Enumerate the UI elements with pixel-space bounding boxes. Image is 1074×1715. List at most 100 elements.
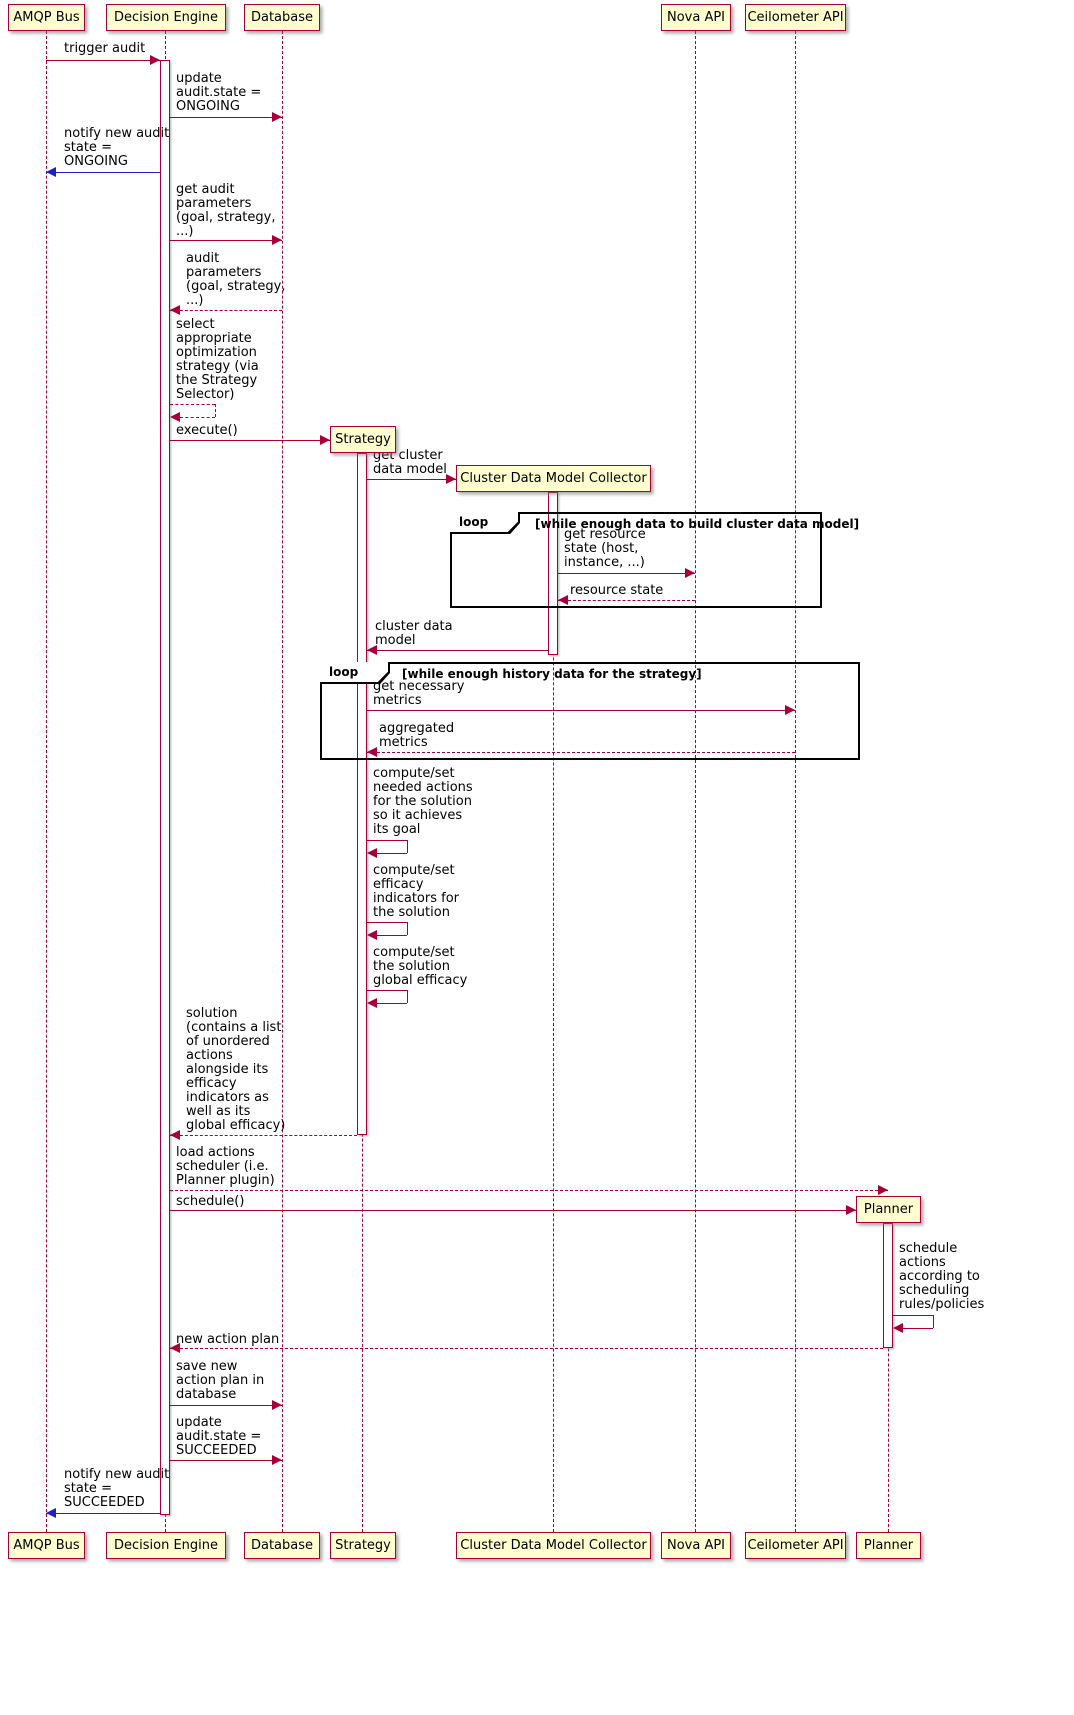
msg-solution-return-line (170, 1135, 357, 1136)
msg-compute-actions-label: compute/set needed actions for the solut… (373, 766, 473, 837)
msg-notify-ongoing-line (46, 172, 160, 173)
msg-get-audit-parameters-label: get audit parameters (goal, strategy, ..… (176, 182, 276, 239)
msg-resource-state-return-label: resource state (570, 583, 664, 598)
msg-update-state-succeeded-line (170, 1460, 282, 1461)
participant-strategy-created: Strategy (330, 426, 396, 453)
loop-condition: [while enough history data for the strat… (402, 667, 702, 681)
msg-trigger-audit-arrowhead (150, 55, 160, 65)
msg-select-strategy-self-top (170, 404, 215, 405)
participant-decision-engine-bottom: Decision Engine (106, 1532, 226, 1559)
msg-notify-ongoing-label: notify new audit state = ONGOING (64, 126, 170, 169)
msg-resource-state-return-line (558, 600, 695, 601)
participant-nova-api-bottom: Nova API (661, 1532, 731, 1559)
msg-trigger-audit-line (46, 60, 160, 61)
lifeline-planner (888, 1223, 889, 1532)
loop-label: loop (450, 512, 518, 532)
lifeline-ceilometer-api (795, 31, 796, 1532)
msg-compute-efficacy-self-bottom (377, 935, 407, 936)
msg-get-necessary-metrics-label: get necessary metrics (373, 679, 465, 708)
participant-cluster-data-model-collector-created: Cluster Data Model Collector (456, 465, 651, 492)
msg-save-action-plan-line (170, 1405, 282, 1406)
participant-decision-engine-top: Decision Engine (106, 4, 226, 31)
msg-get-audit-parameters-arrowhead (272, 235, 282, 245)
msg-compute-global-efficacy-self-top (367, 990, 407, 991)
msg-update-state-succeeded-label: update audit.state = SUCCEEDED (176, 1415, 262, 1458)
participant-ceilometer-api-top: Ceilometer API (745, 4, 846, 31)
msg-get-resource-state-label: get resource state (host, instance, ...) (564, 527, 646, 570)
participant-strategy-bottom: Strategy (330, 1532, 396, 1559)
msg-cluster-data-model-arrowhead (367, 645, 377, 655)
msg-new-action-plan-label: new action plan (176, 1332, 280, 1347)
msg-aggregated-metrics-arrowhead (367, 747, 377, 757)
msg-schedule-actions-arrowhead (893, 1323, 903, 1333)
lifeline-amqp-bus (46, 31, 47, 1532)
participant-planner-created: Planner (856, 1196, 921, 1223)
participant-database-bottom: Database (244, 1532, 320, 1559)
msg-solution-return-label: solution (contains a list of unordered a… (186, 1006, 286, 1133)
msg-compute-efficacy-label: compute/set efficacy indicators for the … (373, 863, 460, 920)
msg-update-state-succeeded-arrowhead (272, 1455, 282, 1465)
msg-schedule-arrowhead (846, 1205, 856, 1215)
loop-condition: [while enough data to build cluster data… (535, 517, 860, 531)
msg-notify-succeeded-arrowhead (46, 1508, 56, 1518)
msg-new-action-plan-line (170, 1348, 883, 1349)
msg-get-cluster-data-model-arrowhead (446, 474, 456, 484)
activation-decision-engine (160, 60, 170, 1515)
msg-schedule-label: schedule() (176, 1194, 245, 1209)
msg-compute-global-efficacy-arrowhead (367, 998, 377, 1008)
msg-audit-parameters-return-arrowhead (170, 305, 180, 315)
participant-amqp-bus-bottom: AMQP Bus (8, 1532, 85, 1559)
msg-compute-efficacy-arrowhead (367, 930, 377, 940)
msg-schedule-actions-self-bottom (903, 1328, 933, 1329)
activation-strategy (357, 453, 367, 1135)
msg-compute-efficacy-self-side (407, 922, 408, 935)
msg-save-action-plan-label: save new action plan in database (176, 1359, 265, 1402)
msg-update-state-ongoing-arrowhead (272, 112, 282, 122)
msg-get-audit-parameters-line (170, 240, 282, 241)
msg-trigger-audit-label: trigger audit (64, 41, 146, 56)
lifeline-database (282, 31, 283, 1532)
msg-load-planner-arrowhead (878, 1185, 888, 1195)
msg-notify-ongoing-arrowhead (46, 167, 56, 177)
msg-select-strategy-arrowhead (170, 412, 180, 422)
msg-cluster-data-model-label: cluster data model (375, 619, 453, 648)
msg-get-resource-state-arrowhead (685, 568, 695, 578)
msg-get-necessary-metrics-arrowhead (785, 705, 795, 715)
msg-compute-efficacy-self-top (367, 922, 407, 923)
msg-get-resource-state-line (558, 573, 695, 574)
lifeline-cluster-data-model-collector (553, 492, 554, 1532)
msg-resource-state-return-arrowhead (558, 595, 568, 605)
activation-cluster-data-model-collector (548, 492, 558, 655)
msg-schedule-actions-self-side (933, 1315, 934, 1328)
activation-planner (883, 1223, 893, 1348)
msg-cluster-data-model-line (367, 650, 548, 651)
loop-frame-cluster-data: loop [while enough data to build cluster… (450, 512, 859, 608)
participant-cluster-data-model-collector-bottom: Cluster Data Model Collector (456, 1532, 651, 1559)
msg-get-necessary-metrics-line (367, 710, 795, 711)
msg-compute-actions-arrowhead (367, 848, 377, 858)
loop-frame-history-data: loop [while enough history data for the … (320, 662, 860, 760)
loop-frame-tab: loop (320, 662, 390, 684)
msg-save-action-plan-arrowhead (272, 1400, 282, 1410)
msg-execute-arrowhead (320, 435, 330, 445)
msg-schedule-line (170, 1210, 856, 1211)
msg-execute-label: execute() (176, 423, 238, 438)
msg-new-action-plan-arrowhead (170, 1343, 180, 1353)
participant-nova-api-top: Nova API (661, 4, 731, 31)
msg-compute-actions-self-side (407, 840, 408, 853)
msg-solution-return-arrowhead (170, 1130, 180, 1140)
msg-compute-actions-self-bottom (377, 853, 407, 854)
msg-select-strategy-label: select appropriate optimization strategy… (176, 317, 259, 402)
msg-aggregated-metrics-label: aggregated metrics (379, 721, 455, 750)
msg-execute-line (170, 440, 330, 441)
msg-schedule-actions-self-top (893, 1315, 933, 1316)
msg-get-cluster-data-model-line (367, 479, 456, 480)
msg-compute-global-efficacy-self-bottom (377, 1003, 407, 1004)
msg-update-state-ongoing-line (170, 117, 282, 118)
msg-update-state-ongoing-label: update audit.state = ONGOING (176, 71, 262, 114)
participant-ceilometer-api-bottom: Ceilometer API (745, 1532, 846, 1559)
msg-select-strategy-self-bottom (180, 417, 215, 418)
msg-load-planner-label: load actions scheduler (i.e. Planner plu… (176, 1145, 275, 1188)
msg-audit-parameters-return-label: audit parameters (goal, strategy, ...) (186, 251, 286, 308)
